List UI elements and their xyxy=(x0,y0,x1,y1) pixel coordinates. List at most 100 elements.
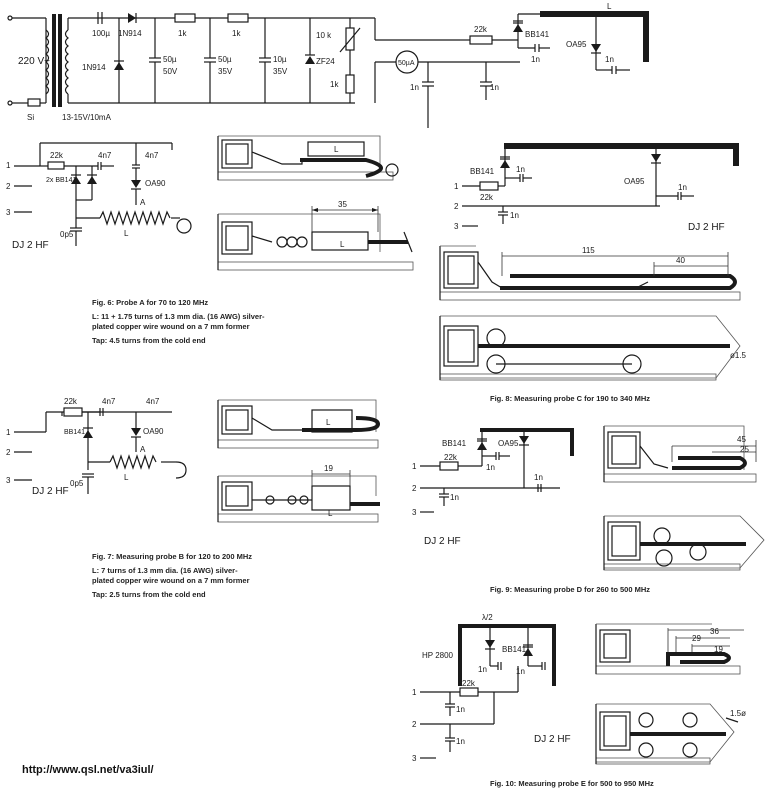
detector-label: OA95 xyxy=(498,439,519,448)
pin-label: 3 xyxy=(412,508,417,517)
pin-label: 1 xyxy=(412,462,417,471)
pin-label: 3 xyxy=(412,754,417,763)
cap-label: 1n xyxy=(490,83,499,92)
varicap-label: BB141 xyxy=(525,30,550,39)
dimension-label: 35 xyxy=(338,200,347,209)
probe-c-drawing-top: 115 40 xyxy=(439,245,741,301)
resistor-label: 22k xyxy=(474,25,488,34)
pin-label: 1 xyxy=(6,428,11,437)
tap-label: A xyxy=(140,198,146,207)
cap-voltage-label: 35V xyxy=(218,67,233,76)
mains-label: 220 V~ xyxy=(18,56,50,67)
probe-e-drawing-bottom: 1.5ø xyxy=(595,703,746,765)
cap-label: 1n xyxy=(516,165,525,174)
pin-label: 2 xyxy=(454,202,459,211)
coil-label: L xyxy=(334,145,339,154)
pin-label: 1 xyxy=(412,688,417,697)
diode-label: 1N914 xyxy=(118,29,142,38)
resistor-label: 1k xyxy=(232,29,241,38)
pin-label: 2 xyxy=(6,182,11,191)
meter-label: 50µA xyxy=(398,60,415,67)
figure-caption-7: Fig. 7: Measuring probe B for 120 to 200… xyxy=(92,552,252,600)
cap-label: 1n xyxy=(605,55,614,64)
probe-c-schematic: BB141 1n 22k 1n OA95 1n DJ 2 HF 1 2 3 xyxy=(454,143,739,233)
cap-label: 10µ xyxy=(273,55,287,64)
cap-label: 4n7 xyxy=(146,397,160,406)
cap-label: 1n xyxy=(478,665,487,674)
dimension-label: 19 xyxy=(714,645,723,654)
caption-line: Tap: 4.5 turns from the cold end xyxy=(92,336,206,345)
figure-caption-8: Fig. 8: Measuring probe C for 190 to 340… xyxy=(490,394,651,403)
coil-label: L xyxy=(124,229,129,238)
fuse-label: Si xyxy=(27,113,34,122)
detector-label: HP 2800 xyxy=(422,651,454,660)
dimension-label: 40 xyxy=(676,256,685,265)
pot-label: 10 k xyxy=(316,31,332,40)
figure-caption-9: Fig. 9: Measuring probe D for 260 to 500… xyxy=(490,585,651,594)
coil-label: L xyxy=(328,509,333,518)
caption-line: L: 11 + 1.75 turns of 1.3 mm dia. (16 AW… xyxy=(92,312,265,321)
varicap-label: 2x BB141 xyxy=(46,177,76,184)
cap-label: 1n xyxy=(516,667,525,676)
pin-label: 3 xyxy=(6,208,11,217)
dimension-label: 36 xyxy=(710,627,719,636)
pin-label: 1 xyxy=(6,161,11,170)
zener-label: ZF24 xyxy=(316,57,335,66)
probe-b-schematic: 22k 4n7 4n7 BB141 OA90 A 0p5 L DJ 2 HF 1… xyxy=(6,397,187,497)
pin-label: 3 xyxy=(454,222,459,231)
caption-line: plated copper wire wound on a 7 mm forme… xyxy=(92,576,250,585)
pin-label: 1 xyxy=(454,182,459,191)
coil-symbol xyxy=(109,454,157,470)
caption-title: Fig. 6: Probe A for 70 to 120 MHz xyxy=(92,298,209,307)
cap-label: 1n xyxy=(456,705,465,714)
resistor-label: 22k xyxy=(444,453,458,462)
figure-caption-6: Fig. 6: Probe A for 70 to 120 MHz L: 11 … xyxy=(92,298,265,346)
cap-voltage-label: 50V xyxy=(163,67,178,76)
cap-label: 0p5 xyxy=(70,479,84,488)
pin-label: 2 xyxy=(412,720,417,729)
diameter-label: ø1.5 xyxy=(730,351,747,360)
cap-label: 4n7 xyxy=(98,151,112,160)
callsign-label: DJ 2 HF xyxy=(12,240,49,251)
detector-label: OA95 xyxy=(624,177,645,186)
resistor-label: 22k xyxy=(64,397,78,406)
dimension-label: 115 xyxy=(582,246,595,255)
cap-label: 4n7 xyxy=(102,397,116,406)
cap-label: 1n xyxy=(410,83,419,92)
probe-d-drawing-top: 45 25 xyxy=(603,425,757,483)
cap-label: 1n xyxy=(486,463,495,472)
resistor-label: 1k xyxy=(330,80,339,89)
varicap-label: BB141 xyxy=(442,439,467,448)
coil-label: L xyxy=(124,473,129,482)
probe-c-drawing-bottom: ø1.5 xyxy=(439,315,747,381)
source-url[interactable]: http://www.qsl.net/va3iul/ xyxy=(22,764,154,776)
cap-label: 1n xyxy=(450,493,459,502)
callsign-label: DJ 2 HF xyxy=(424,536,461,547)
pin-label: 2 xyxy=(6,448,11,457)
dimension-label: 25 xyxy=(740,445,749,454)
cap-label: 1n xyxy=(534,473,543,482)
varicap-label: BB141 xyxy=(470,167,495,176)
caption-line: L: 7 turns of 1.3 mm dia. (16 AWG) silve… xyxy=(92,566,238,575)
pin-label: 2 xyxy=(412,484,417,493)
cap-label: 1n xyxy=(678,183,687,192)
callsign-label: DJ 2 HF xyxy=(32,486,69,497)
cap-label: 1n xyxy=(510,211,519,220)
callsign-label: DJ 2 HF xyxy=(688,222,725,233)
cap-label: 1n xyxy=(456,737,465,746)
caption-line: plated copper wire wound on a 7 mm forme… xyxy=(92,322,250,331)
callsign-label: DJ 2 HF xyxy=(534,734,571,745)
resistor-label: 22k xyxy=(480,193,494,202)
cap-label: 50µ xyxy=(218,55,232,64)
diode-label: 1N914 xyxy=(82,63,106,72)
tap-label: A xyxy=(140,445,146,454)
cap-label: 0p5 xyxy=(60,230,74,239)
resonant-line-L xyxy=(540,11,649,62)
detector-label: OA95 xyxy=(566,40,587,49)
cap-label: 4n7 xyxy=(145,151,159,160)
caption-line: Tap: 2.5 turns from the cold end xyxy=(92,590,206,599)
coil-label: L xyxy=(326,418,331,427)
diameter-label: 1.5ø xyxy=(730,709,746,718)
probe-a-drawing-bottom: 35 L xyxy=(217,200,414,271)
figure-caption-10: Fig. 10: Measuring probe E for 500 to 95… xyxy=(490,779,654,788)
